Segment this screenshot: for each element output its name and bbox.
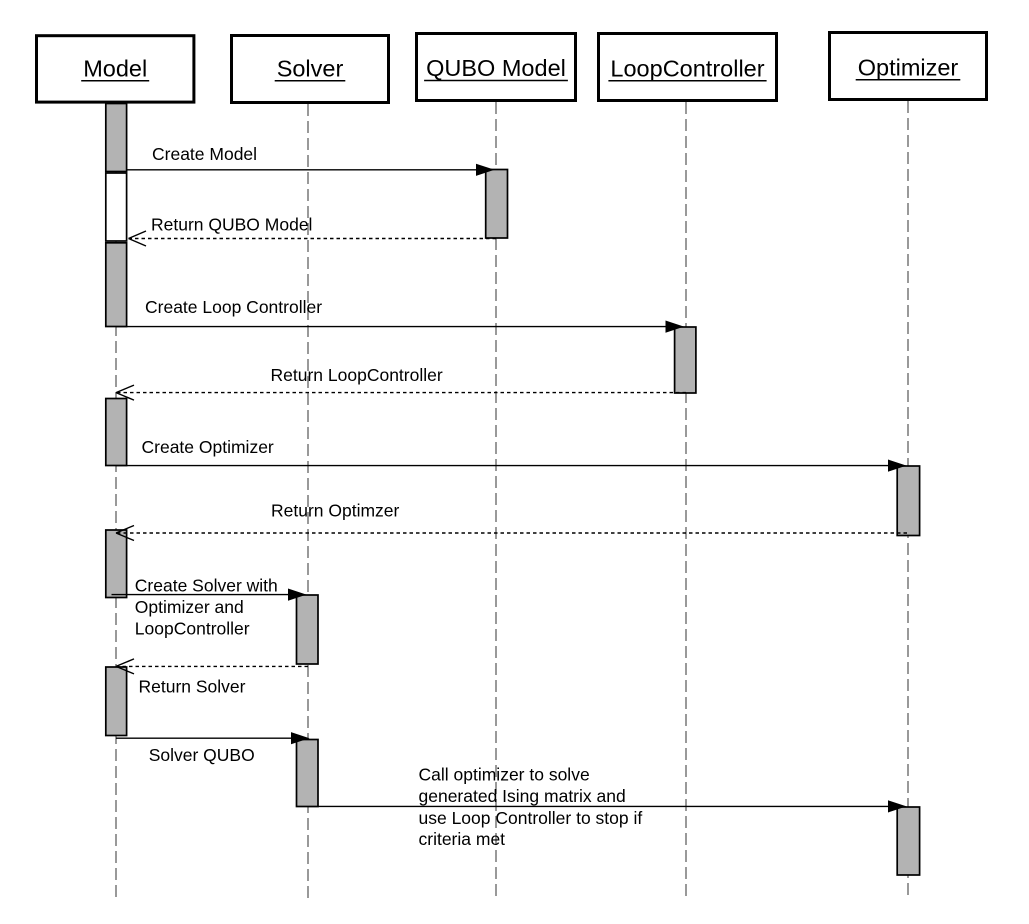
svg-text:Call optimizer to solve: Call optimizer to solve	[419, 765, 590, 785]
svg-text:Create Model: Create Model	[152, 144, 257, 164]
svg-text:Return Optimzer: Return Optimzer	[271, 501, 400, 521]
svg-text:LoopController: LoopController	[135, 619, 250, 639]
svg-text:Optimizer and: Optimizer and	[135, 597, 244, 617]
svg-text:Solver QUBO: Solver QUBO	[149, 745, 255, 765]
svg-text:use Loop Controller to stop if: use Loop Controller to stop if	[419, 808, 643, 828]
svg-text:generated Ising matrix and: generated Ising matrix and	[419, 786, 626, 806]
svg-text:Create Solver with: Create Solver with	[135, 575, 278, 595]
svg-text:criteria met: criteria met	[419, 829, 506, 849]
svg-text:Create Optimizer: Create Optimizer	[142, 437, 274, 457]
svg-text:Optimizer: Optimizer	[858, 54, 959, 80]
svg-text:QUBO Model: QUBO Model	[426, 55, 566, 81]
svg-text:Return QUBO Model: Return QUBO Model	[151, 215, 312, 235]
svg-text:Create Loop Controller: Create Loop Controller	[145, 297, 322, 317]
svg-text:Solver: Solver	[277, 56, 344, 82]
svg-text:Model: Model	[83, 55, 147, 81]
svg-text:Return LoopController: Return LoopController	[271, 365, 443, 385]
svg-text:LoopController: LoopController	[610, 56, 764, 82]
svg-text:Return Solver: Return Solver	[139, 676, 246, 696]
